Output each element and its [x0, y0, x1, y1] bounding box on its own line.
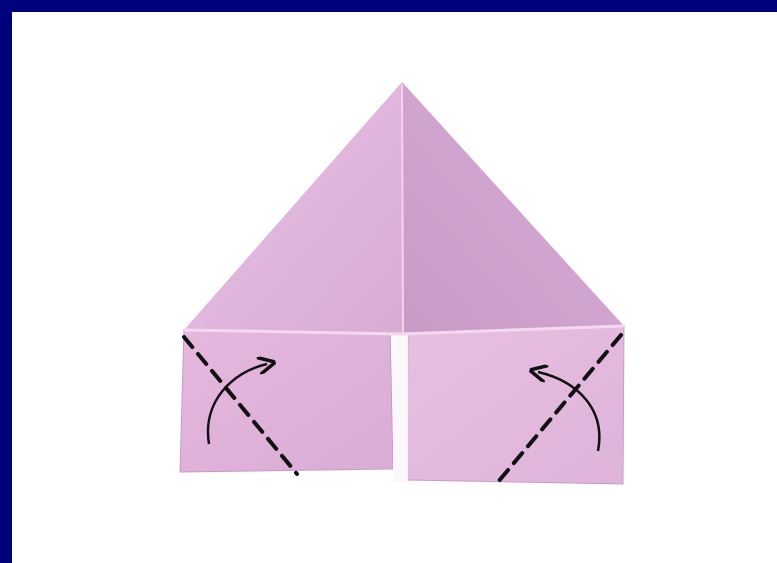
triangle-right-face — [402, 82, 624, 334]
origami-illustration — [12, 12, 777, 563]
origami-photo — [12, 12, 777, 563]
left-lower-flap — [180, 324, 393, 472]
triangle-center-crease — [402, 84, 403, 333]
triangle-left-face — [184, 82, 402, 334]
center-gap — [393, 330, 408, 482]
